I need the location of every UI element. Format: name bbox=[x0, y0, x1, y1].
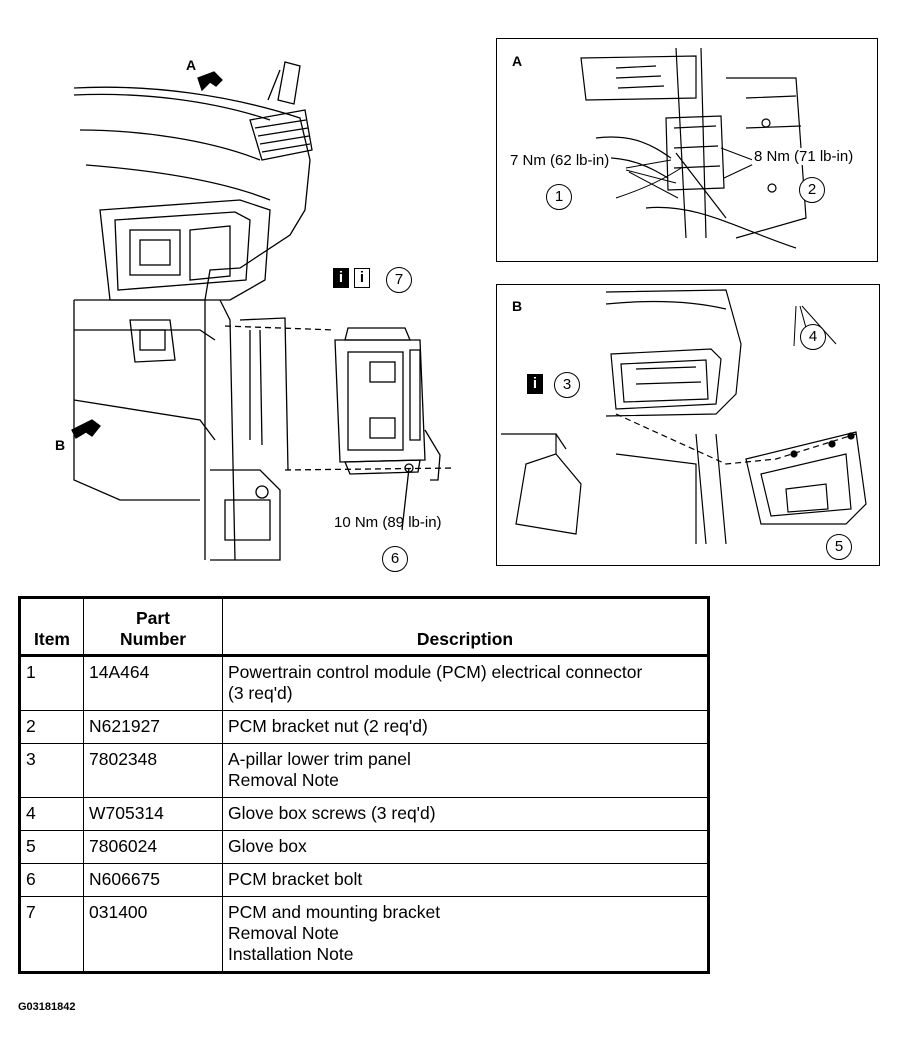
info-icon: i bbox=[527, 374, 543, 394]
cell-part-number: 7802348 bbox=[83, 743, 223, 798]
callout-4: 4 bbox=[800, 324, 826, 350]
callout-6: 6 bbox=[382, 546, 408, 572]
info-icon: i bbox=[354, 268, 370, 288]
cell-item: 6 bbox=[19, 863, 84, 897]
cell-description: PCM bracket nut (2 req'd) bbox=[222, 710, 709, 744]
table-row: 1 14A464 Powertrain control module (PCM)… bbox=[19, 655, 709, 711]
cell-part-number: 031400 bbox=[83, 896, 223, 973]
cell-part-number: N606675 bbox=[83, 863, 223, 897]
header-part-number: Part Number bbox=[83, 597, 223, 657]
view-a-arrow: A bbox=[186, 57, 223, 92]
view-b-arrow: B bbox=[55, 419, 101, 453]
description-line: Glove box screws (3 req'd) bbox=[228, 803, 436, 823]
inset-b-frame bbox=[496, 284, 880, 566]
callout-7: 7 bbox=[386, 267, 412, 293]
cell-description: Powertrain control module (PCM) electric… bbox=[222, 655, 709, 711]
cell-item: 1 bbox=[19, 655, 84, 711]
torque-label-pcm-nut: 8 Nm (71 lb-in) bbox=[752, 148, 856, 165]
callout-5: 5 bbox=[826, 534, 852, 560]
description-line: Removal Note bbox=[228, 923, 339, 943]
callout-3: 3 bbox=[554, 372, 580, 398]
callout-1: 1 bbox=[546, 184, 572, 210]
header-part-number-line2: Number bbox=[119, 629, 187, 649]
description-line: PCM bracket nut (2 req'd) bbox=[228, 716, 428, 736]
cell-description: Glove box screws (3 req'd) bbox=[222, 797, 709, 831]
description-line: Installation Note bbox=[228, 944, 354, 964]
cell-part-number: 7806024 bbox=[83, 830, 223, 864]
cell-item: 5 bbox=[19, 830, 84, 864]
table-row: 6 N606675 PCM bracket bolt bbox=[19, 863, 709, 897]
inset-a-letter: A bbox=[512, 53, 523, 69]
header-part-number-line1: Part bbox=[135, 608, 171, 628]
cell-description: A-pillar lower trim panel Removal Note bbox=[222, 743, 709, 798]
header-description: Description bbox=[222, 597, 709, 657]
cell-description: Glove box bbox=[222, 830, 709, 864]
pcm-module bbox=[334, 327, 441, 481]
header-item: Item bbox=[19, 597, 84, 657]
cell-description: PCM bracket bolt bbox=[222, 863, 709, 897]
table-row: 2 N621927 PCM bracket nut (2 req'd) bbox=[19, 710, 709, 744]
cell-part-number: 14A464 bbox=[83, 655, 223, 711]
description-line: PCM bracket bolt bbox=[228, 869, 363, 889]
cell-description: PCM and mounting bracket Removal Note In… bbox=[222, 896, 709, 973]
torque-label-pcm-connector: 7 Nm (62 lb-in) bbox=[508, 152, 612, 169]
table-row: 3 7802348 A-pillar lower trim panel Remo… bbox=[19, 743, 709, 798]
view-b-label: B bbox=[55, 437, 65, 453]
description-line: Glove box bbox=[228, 836, 307, 856]
description-line: PCM and mounting bracket bbox=[228, 902, 441, 922]
description-line: (3 req'd) bbox=[228, 683, 293, 703]
cell-item: 7 bbox=[19, 896, 84, 973]
cell-item: 2 bbox=[19, 710, 84, 744]
table-header-row: Item Part Number Description bbox=[19, 597, 709, 657]
inset-b-illustration bbox=[501, 289, 867, 545]
parts-table: Item Part Number Description 1 14A464 Po… bbox=[18, 596, 710, 974]
inset-b-letter: B bbox=[512, 298, 523, 314]
inset-a-frame bbox=[496, 38, 878, 262]
table-row: 4 W705314 Glove box screws (3 req'd) bbox=[19, 797, 709, 831]
table-row: 7 031400 PCM and mounting bracket Remova… bbox=[19, 896, 709, 973]
figure-id: G03181842 bbox=[18, 1001, 76, 1013]
cell-item: 4 bbox=[19, 797, 84, 831]
view-a-label: A bbox=[186, 57, 196, 73]
table-row: 5 7806024 Glove box bbox=[19, 830, 709, 864]
description-line: Removal Note bbox=[228, 770, 339, 790]
callout-2: 2 bbox=[799, 177, 825, 203]
cell-part-number: N621927 bbox=[83, 710, 223, 744]
description-line: A-pillar lower trim panel bbox=[228, 749, 411, 769]
torque-label-pcm-bolt: 10 Nm (89 lb-in) bbox=[334, 514, 442, 531]
main-illustration: A B bbox=[55, 57, 456, 561]
info-icon: i bbox=[333, 268, 349, 288]
cell-part-number: W705314 bbox=[83, 797, 223, 831]
cell-item: 3 bbox=[19, 743, 84, 798]
description-line: Powertrain control module (PCM) electric… bbox=[228, 662, 643, 682]
